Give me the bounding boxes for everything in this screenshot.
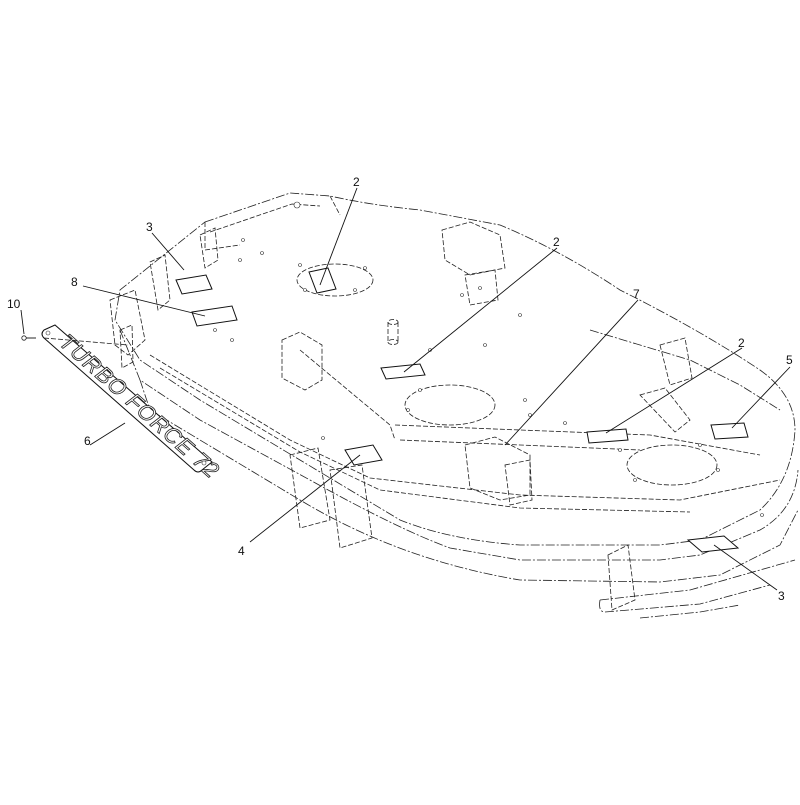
- logo-text: TURBO FORCE 72: [55, 329, 225, 483]
- mower-deck: [114, 192, 799, 619]
- callout-2-spindle-left: 2: [353, 175, 360, 189]
- leader-lines: [20, 187, 791, 591]
- callout-4: 4: [238, 544, 245, 558]
- decal-rear-left-2: [191, 305, 238, 327]
- callout-3-rear-left: 3: [146, 220, 153, 234]
- callout-8: 8: [71, 275, 78, 289]
- decal-spindle-left: [308, 267, 337, 294]
- callout-10: 10: [7, 297, 21, 311]
- callout-5: 5: [786, 353, 793, 367]
- bolt-holes: [213, 201, 764, 517]
- decal-right: [586, 428, 629, 444]
- deck-brackets: [109, 221, 693, 611]
- decal-front-right: [686, 535, 740, 553]
- callout-7: 7: [633, 287, 640, 301]
- callout-2-right: 2: [738, 336, 745, 350]
- callout-6: 6: [84, 434, 91, 448]
- decal-far-right: [710, 422, 749, 440]
- decal-rear-left: [175, 274, 213, 295]
- callout-2-center: 2: [553, 235, 560, 249]
- callouts: 2 3 2 8 7 10 2 5 6 4 3: [7, 175, 793, 603]
- decal-center: [380, 363, 426, 380]
- callout-3-front-right: 3: [778, 589, 785, 603]
- fastener: [21, 335, 129, 346]
- decals: [175, 267, 749, 553]
